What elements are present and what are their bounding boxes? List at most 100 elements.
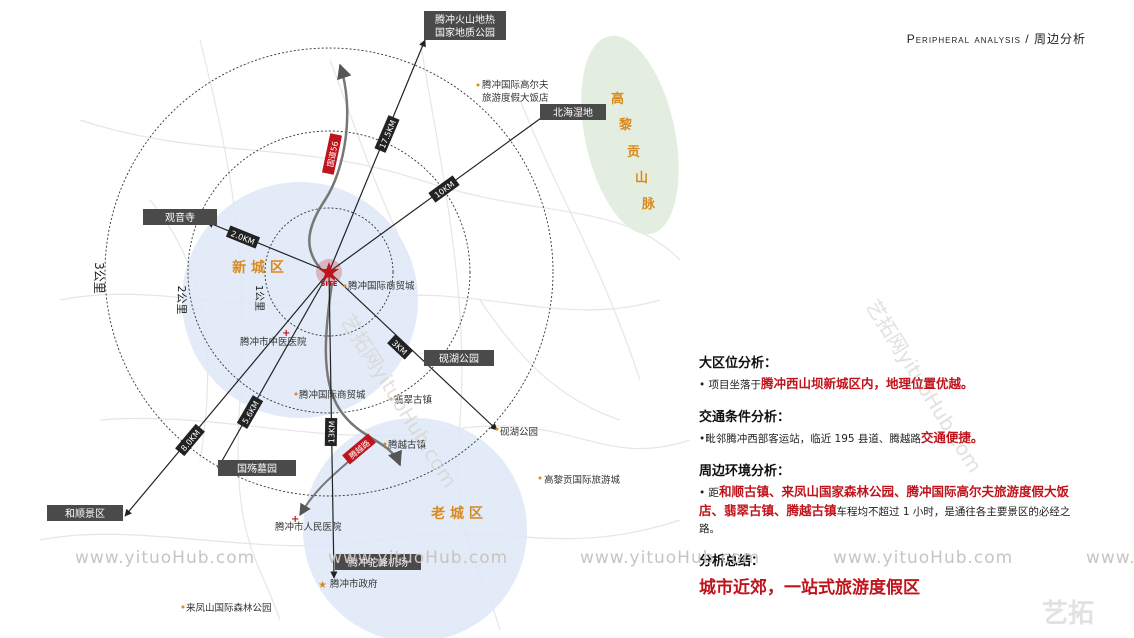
header-sep: / xyxy=(1025,32,1030,46)
hospital-cross-icon: + xyxy=(282,328,290,339)
analysis-panel: 大区位分析： • 项目坐落于腾冲西山坝新城区内，地理位置优越。 交通条件分析： … xyxy=(699,352,1099,610)
svg-text:腾冲驼峰机场: 腾冲驼峰机场 xyxy=(348,556,408,569)
arrow-yanhu xyxy=(328,271,498,431)
ring-2km-label: 2公里 xyxy=(175,286,188,315)
hospital-cross-icon: + xyxy=(291,514,299,525)
dist-tag-geopark: 17.5KM xyxy=(374,115,400,153)
svg-text:13KM: 13KM xyxy=(327,421,336,444)
location-title: 大区位分析： xyxy=(699,356,778,371)
svg-text:腾冲市中医医院: 腾冲市中医医院 xyxy=(240,336,307,348)
svg-text:翡翠古镇: 翡翠古镇 xyxy=(394,394,433,406)
new-city-label: 新 城 区 xyxy=(232,259,284,276)
site-label: SITE xyxy=(320,280,337,288)
ring-2km xyxy=(187,130,471,414)
location-analysis: 大区位分析： • 项目坐落于腾冲西山坝新城区内，地理位置优越。 xyxy=(699,352,1099,394)
svg-text:砚湖公园: 砚湖公园 xyxy=(500,427,538,438)
pois: 腾冲国际高尔夫 旅游度假大饭店 腾冲国际商贸城 + 腾冲市中医医院 腾冲国际商贸… xyxy=(181,79,621,614)
poi-dot-icon xyxy=(495,427,499,431)
summary-title: 分析总结： xyxy=(699,554,765,569)
watermark: www.y xyxy=(1086,548,1134,568)
svg-text:观音寺: 观音寺 xyxy=(165,211,195,224)
poi-dot-icon xyxy=(343,284,347,288)
dist-tag-airport: 13KM xyxy=(324,417,338,447)
watermark: www.yituoHub.com xyxy=(328,548,509,568)
distance-rings xyxy=(104,47,554,497)
ring-3km-label: 3公里 xyxy=(92,262,106,294)
poi-dot-icon xyxy=(538,476,542,480)
svg-text:高: 高 xyxy=(611,91,624,107)
surroundings-text: • 距 xyxy=(699,487,720,499)
site-marker: SITE xyxy=(316,259,342,288)
dist-tag-heshun: 8.0KM xyxy=(175,423,205,457)
poi-dot-icon xyxy=(294,392,298,396)
svg-text:腾冲市人民医院: 腾冲市人民医院 xyxy=(275,521,342,533)
arrow-geopark xyxy=(328,39,426,273)
road-tag-g56: 国道56 xyxy=(321,133,343,175)
callout-yanhu: 砚湖公园 xyxy=(424,350,494,366)
site-star-icon xyxy=(319,262,339,281)
mountain-label: 高 黎 贡 山 脉 xyxy=(611,91,656,212)
svg-text:脉: 脉 xyxy=(641,196,656,212)
tengyue-road xyxy=(324,282,402,467)
surroundings-highlight: 和顺古镇、来凤山国家森林公园、腾冲国际高尔夫旅游度假大饭店、翡翠古镇、腾越古镇 xyxy=(699,484,1070,518)
svg-text:旅游度假大饭店: 旅游度假大饭店 xyxy=(482,92,549,104)
svg-text:腾冲火山地热: 腾冲火山地热 xyxy=(435,13,495,26)
logo-mark: 艺拓 xyxy=(1042,599,1095,629)
callout-beihai: 北海湿地 xyxy=(540,104,606,120)
summary-highlight: 城市近郊，一站式旅游度假区 xyxy=(699,578,920,598)
callout-heshun: 和顺景区 xyxy=(47,505,123,521)
traffic-analysis: 交通条件分析： •毗邻腾冲西部客运站，临近 195 县道、腾越路交通便捷。 xyxy=(699,406,1099,448)
poi-dot-icon xyxy=(389,397,393,401)
watermark: www.yituoHub.com xyxy=(833,548,1014,568)
svg-text:北海湿地: 北海湿地 xyxy=(553,106,593,119)
traffic-text: •毗邻腾冲西部客运站，临近 195 县道、腾越路 xyxy=(699,433,921,445)
poi-dot-icon xyxy=(476,83,480,87)
summary-analysis: 分析总结： 城市近郊，一站式旅游度假区 xyxy=(699,550,1099,598)
page-header: Peripheral analysis / 周边分析 xyxy=(907,30,1086,47)
svg-text:腾冲市政府: 腾冲市政府 xyxy=(330,578,378,590)
svg-text:腾越古镇: 腾越古镇 xyxy=(388,439,427,451)
location-text: • 项目坐落于 xyxy=(699,379,762,391)
poi-dot-icon xyxy=(181,605,185,609)
svg-text:砚湖公园: 砚湖公园 xyxy=(439,353,479,365)
traffic-highlight: 交通便捷。 xyxy=(920,430,984,445)
surroundings-analysis: 周边环境分析： • 距和顺古镇、来凤山国家森林公园、腾冲国际高尔夫旅游度假大饭店… xyxy=(699,460,1099,538)
svg-text:腾冲国际高尔夫: 腾冲国际高尔夫 xyxy=(482,79,549,91)
callout-guanyin: 观音寺 xyxy=(143,209,217,225)
watermark: www.yituoHub.com xyxy=(75,548,256,568)
callout-geopark: 腾冲火山地热 国家地质公园 xyxy=(424,11,506,40)
old-city-label: 老 城 区 xyxy=(431,505,483,522)
location-highlight: 腾冲西山坝新城区内，地理位置优越。 xyxy=(761,376,974,391)
svg-text:腾冲国际商贸城: 腾冲国际商贸城 xyxy=(299,389,366,401)
svg-text:山: 山 xyxy=(635,170,648,186)
gaoligong-mountain-zone xyxy=(581,35,679,235)
surroundings-title: 周边环境分析： xyxy=(699,464,791,479)
arrow-guoshang xyxy=(217,271,330,469)
ring-1km-label: 1公里 xyxy=(253,285,265,311)
svg-text:国殇墓园: 国殇墓园 xyxy=(237,462,277,475)
svg-text:腾冲国际商贸城: 腾冲国际商贸城 xyxy=(348,280,415,292)
arrow-heshun xyxy=(124,271,330,517)
svg-text:高黎贡国际旅游城: 高黎贡国际旅游城 xyxy=(544,474,621,486)
svg-text:国家地质公园: 国家地质公园 xyxy=(435,26,495,39)
callout-airport: 腾冲驼峰机场 xyxy=(335,554,421,570)
svg-text:来凤山国际森林公园: 来凤山国际森林公园 xyxy=(186,602,272,614)
ring-3km xyxy=(104,47,554,497)
callout-guoshang: 国殇墓园 xyxy=(218,460,296,476)
header-en: Peripheral analysis xyxy=(906,32,1021,46)
ring-1km xyxy=(264,207,394,337)
svg-text:和顺景区: 和顺景区 xyxy=(65,508,105,520)
g56-road xyxy=(308,63,352,269)
airport-road xyxy=(299,461,349,517)
svg-text:贡: 贡 xyxy=(627,145,640,160)
svg-text:黎: 黎 xyxy=(619,117,632,133)
poi-dot-icon xyxy=(383,442,387,446)
traffic-title: 交通条件分析： xyxy=(699,410,791,425)
gov-star-icon: ★ xyxy=(318,580,327,591)
header-cn: 周边分析 xyxy=(1033,32,1086,46)
arrow-guanyin xyxy=(206,221,330,273)
surroundings-suffix: 车程均不超过 1 小时，是通往各主要景区的必经之路。 xyxy=(699,506,1071,535)
watermark: www.yituoHub.com xyxy=(580,548,761,568)
old-city-zone xyxy=(303,418,527,638)
